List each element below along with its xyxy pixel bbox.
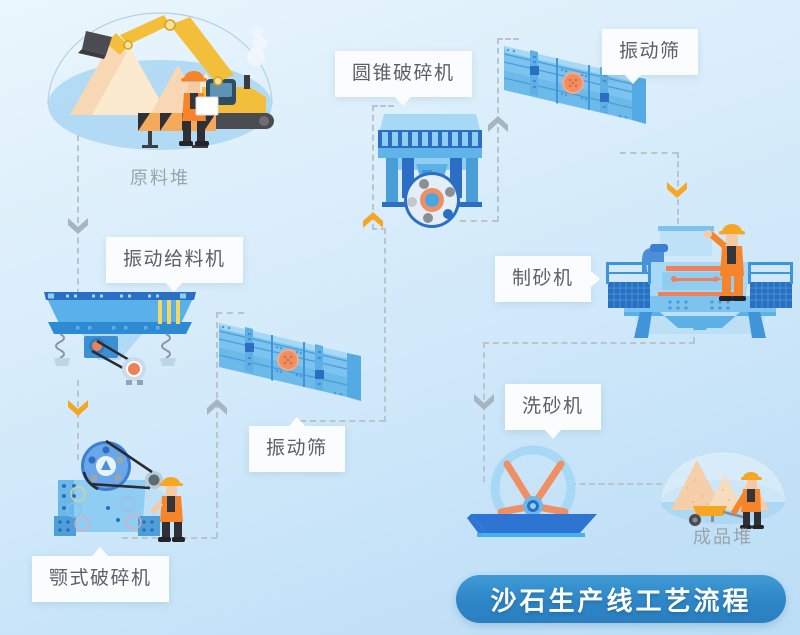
illustration-vibrating-screen-lower [215,315,365,430]
callout-tail [394,96,413,106]
label-raw-material-pile: 原料堆 [130,168,190,188]
illustration-sand-washer [465,438,605,543]
arrow-jaw-down-icon [66,398,90,425]
label-sand-maker-text: 制砂机 [512,268,574,289]
connector-sandmaker-down [693,325,695,343]
label-sand-washer-text: 洗砂机 [522,396,584,417]
connector-screen-lower-riser [384,228,386,422]
label-cone-crusher: 圆锥破碎机 [335,51,472,106]
illustration-jaw-crusher [50,432,210,547]
connector-to-cone-h [372,228,386,230]
connector-upper-screen-top [497,38,519,40]
arrow-sandwasher-down-icon [472,392,496,419]
illustration-cone-crusher [372,108,492,233]
connector-pile-to-feeder [77,135,79,305]
illustration-vibrating-screen-upper [500,38,650,153]
connector-feeder-to-jaw [77,380,79,460]
arrow-screen-upper-up-icon [486,112,510,139]
connector-screen-to-sandmaker-v [677,152,679,224]
connector-washer-riser [483,342,485,482]
title-banner-text: 沙石生产线工艺流程 [490,586,752,617]
illustration-raw-material-pile [20,5,310,170]
illustration-vibrating-feeder [40,288,210,393]
connector-screen-to-sandmaker-h [620,152,678,154]
label-sand-maker: 制砂机 [495,256,600,302]
callout-tail [91,547,110,557]
connector-cone-to-screen-h [460,220,498,222]
label-cone-crusher-text: 圆锥破碎机 [352,63,455,84]
connector-screen-lower-right [300,420,385,422]
illustration-finished-product-pile [655,440,800,545]
label-vibrating-screen-lower-text: 振动筛 [266,438,328,459]
callout-tail [165,282,184,292]
connector-jaw-to-screen-v [216,312,218,538]
label-vibrating-screen-upper: 振动筛 [602,29,698,84]
callout-tail [589,270,600,288]
label-vibrating-screen-upper-text: 振动筛 [619,41,681,62]
label-vibrating-feeder-text: 振动给料机 [123,249,226,270]
arrow-sandmaker-down-icon [665,180,689,207]
label-sand-washer: 洗砂机 [505,384,601,439]
connector-sandmaker-to-washer-h [483,342,695,344]
label-vibrating-screen-lower: 振动筛 [249,417,345,472]
label-vibrating-feeder: 振动给料机 [106,237,243,292]
illustration-sand-maker [600,210,800,345]
arrow-cone-up-icon [361,208,385,235]
label-finished-product-pile: 成品堆 [693,527,753,547]
arrow-feeder-down-icon [66,216,90,243]
label-jaw-crusher-text: 颚式破碎机 [49,568,152,589]
connector-washer-to-pile [570,483,662,485]
callout-tail [287,417,306,427]
connector-cone-left [372,105,374,230]
callout-tail [543,429,562,439]
callout-tail [624,74,642,84]
arrow-screen-lower-up-icon [205,395,229,422]
title-banner: 沙石生产线工艺流程 [456,575,786,623]
connector-cone-to-screen-v [497,38,499,222]
connector-cone-top [372,105,394,107]
label-jaw-crusher: 颚式破碎机 [32,547,169,602]
connector-screen-lower-top [216,312,244,314]
